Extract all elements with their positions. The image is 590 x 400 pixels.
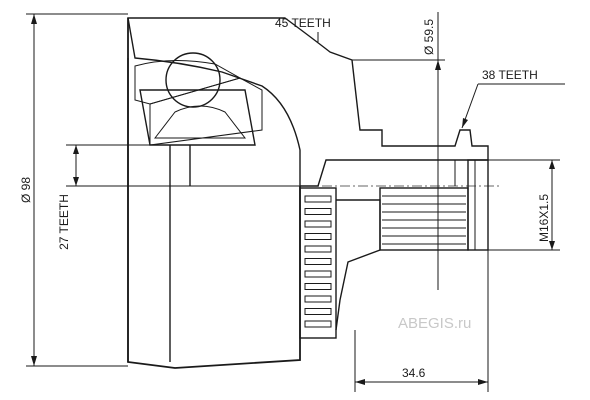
inner-race-hatched bbox=[139, 89, 256, 146]
inner-race-spline bbox=[153, 105, 247, 139]
dim-m16-arrows bbox=[549, 160, 555, 250]
dim-59-arrow bbox=[435, 60, 441, 70]
abs-ring-teeth bbox=[304, 195, 332, 328]
abs-tooth bbox=[304, 295, 332, 303]
abs-tooth bbox=[304, 233, 332, 240]
housing-section-hatched bbox=[127, 17, 489, 187]
diameter-body-label: Ø 98 bbox=[19, 177, 33, 203]
abs-tooth bbox=[304, 220, 332, 228]
abs-tooth bbox=[304, 245, 332, 253]
length-label: 34.6 bbox=[402, 366, 426, 380]
diameter-top-label: Ø 59.5 bbox=[422, 19, 436, 55]
stub-spline-lines bbox=[382, 195, 466, 245]
watermark: ABEGIS.ru bbox=[398, 315, 471, 332]
teeth-shaft-label: 38 TEETH bbox=[482, 68, 538, 82]
teeth-shaft-arrow bbox=[462, 118, 468, 128]
teeth-inner-label: 27 TEETH bbox=[57, 194, 71, 250]
abs-tooth bbox=[304, 208, 332, 215]
teeth-outer-label: 45 TEETH bbox=[275, 16, 331, 30]
ball bbox=[165, 52, 221, 108]
thread-label: M16X1.5 bbox=[537, 194, 551, 242]
cage-window bbox=[149, 77, 263, 146]
abs-tooth bbox=[304, 270, 332, 278]
abs-tooth bbox=[304, 258, 332, 265]
stub-spline bbox=[379, 187, 469, 251]
abs-ring bbox=[299, 187, 337, 339]
abs-tooth bbox=[304, 195, 332, 203]
stub-shaft-outline bbox=[335, 199, 381, 331]
abs-tooth bbox=[304, 320, 332, 328]
thread-end bbox=[467, 159, 489, 251]
dim-27-arrows bbox=[73, 145, 79, 186]
abs-tooth bbox=[304, 283, 332, 290]
abs-tooth bbox=[304, 308, 332, 315]
